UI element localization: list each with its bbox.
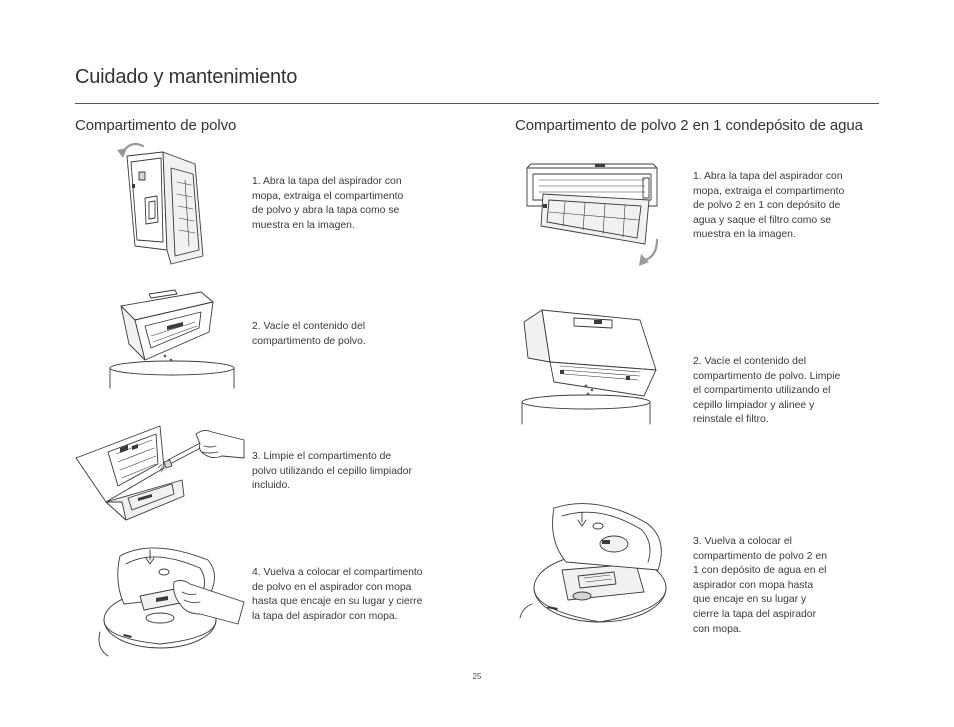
left-section-title: Compartimento de polvo: [75, 117, 237, 134]
right-step-1-illustration: [526, 163, 659, 266]
left-step-3-illustration: [75, 425, 245, 521]
right-step-2-text: 2. Vacíe el contenido del compartimento …: [693, 356, 841, 426]
left-step-1-text: 1. Abra la tapa del aspirador con mopa, …: [252, 176, 404, 231]
left-step-1-illustration: [117, 142, 204, 265]
right-step-3-illustration: [519, 503, 667, 623]
right-step-1-text: 1. Abra la tapa del aspirador con mopa, …: [693, 171, 845, 241]
curved-arrow-icon: [117, 142, 145, 158]
down-arrow-icon: [145, 549, 155, 565]
left-step-4-illustration: [98, 547, 245, 657]
page-title: Cuidado y mantenimiento: [75, 66, 298, 88]
left-step-2-text: 2. Vacíe el contenido del compartimento …: [252, 321, 366, 347]
right-step-2-illustration: [521, 309, 657, 425]
curved-arrow-icon: [639, 238, 659, 266]
down-arrow-icon: [577, 511, 587, 527]
page-number: 25: [472, 672, 482, 681]
title-divider: [75, 103, 879, 104]
left-step-3-text: 3. Limpie el compartimento de polvo util…: [252, 451, 412, 492]
right-step-3-text: 3. Vuelva a colocar el compartimento de …: [693, 536, 828, 635]
left-step-2-illustration: [109, 289, 235, 389]
left-step-4-text: 4. Vuelva a colocar el compartimento de …: [252, 567, 423, 622]
right-section-title: Compartimento de polvo 2 en 1 condepósit…: [515, 117, 863, 134]
